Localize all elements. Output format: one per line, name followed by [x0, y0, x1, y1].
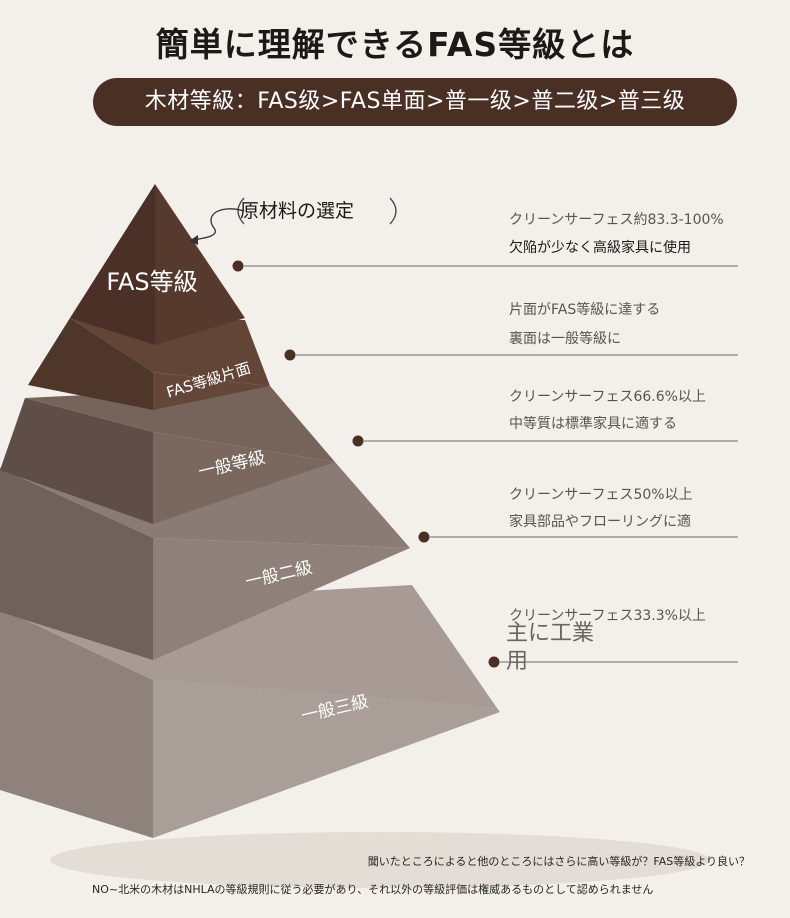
tier-3 [0, 386, 335, 524]
footnote-nhla: NO~北米の木材はNHLAの等級規則に従う必要があり、それ以外の等級評価は権威あ… [92, 883, 654, 896]
desc-2-line1: 片面がFAS等級に達する [509, 302, 661, 318]
tier-1-label: FAS等級 [106, 268, 197, 296]
desc-3-line1: クリーンサーフェス66.6%以上 [509, 389, 706, 405]
desc-5-line1: クリーンサーフェス33.3%以上 [509, 608, 706, 624]
tier-1 [70, 184, 245, 345]
desc-4-line1: クリーンサーフェス50%以上 [509, 487, 693, 503]
leader-4 [418, 531, 738, 543]
callout-raw-material: 原材料の選定 [240, 200, 355, 222]
desc-1-line2: 欠陥が少なく高級家具に使用 [509, 240, 691, 256]
leader-2 [284, 349, 738, 361]
callout-bracket [189, 197, 397, 245]
desc-1-line1: クリーンサーフェス約83.3-100% [509, 212, 724, 228]
leader-5 [488, 656, 738, 668]
pyramid-shadow [50, 832, 710, 888]
desc-5-line2: 主に工業用 [506, 621, 595, 674]
leader-3 [352, 435, 738, 447]
page-title: 簡単に理解できるFAS等級とは [155, 25, 635, 64]
desc-4-line2: 家具部品やフローリングに適 [509, 514, 691, 530]
footnote-question: 聞いたところによると他のところにはさらに高い等級が？FAS等級より良い？ [367, 855, 750, 868]
desc-2-line2: 裏面は一般等級に [509, 331, 621, 347]
grade-order-banner: 木材等級：FAS级>FAS单面>普一级>普二级>普三级 [93, 78, 737, 126]
leader-1 [232, 260, 738, 272]
tier-2 [28, 318, 270, 410]
desc-3-line2: 中等質は標準家具に適する [509, 416, 677, 432]
